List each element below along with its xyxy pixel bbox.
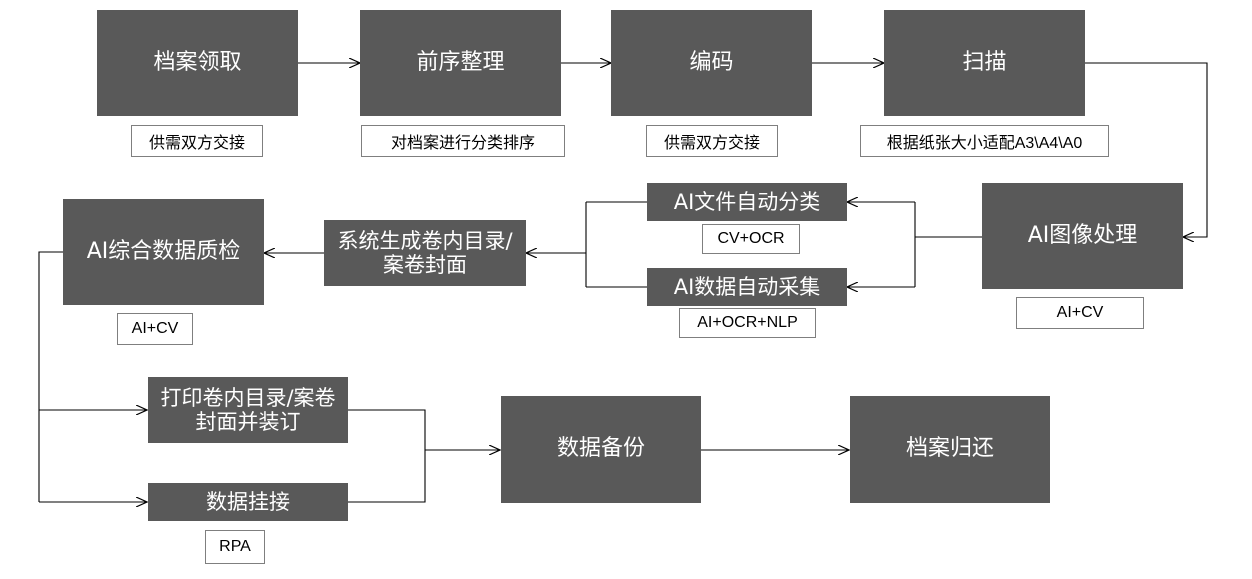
step-archive-return: 档案归还 bbox=[850, 396, 1050, 503]
arrow-scanning-to-ai-image bbox=[1085, 62, 1208, 237]
label-archive-pickup: 供需双方交接 bbox=[131, 125, 263, 157]
step-encoding: 编码 bbox=[611, 10, 812, 116]
step-archive-pickup: 档案领取 bbox=[97, 10, 298, 116]
label-data-mounting: RPA bbox=[205, 530, 265, 564]
step-scanning: 扫描 bbox=[884, 10, 1085, 116]
step-data-backup: 数据备份 bbox=[501, 396, 701, 503]
label-ai-quality-check: AI+CV bbox=[117, 313, 193, 345]
step-data-mounting: 数据挂接 bbox=[148, 483, 348, 521]
step-ai-quality-check: AI综合数据质检 bbox=[63, 199, 264, 305]
step-ai-image-processing: AI图像处理 bbox=[982, 183, 1183, 289]
label-encoding: 供需双方交接 bbox=[646, 125, 778, 157]
label-ai-image-processing: AI+CV bbox=[1016, 297, 1144, 329]
label-scanning: 根据纸张大小适配A3\A4\A0 bbox=[860, 125, 1109, 157]
step-print-bind: 打印卷内目录/案卷封面并装订 bbox=[148, 377, 348, 443]
label-ai-data-collection: AI+OCR+NLP bbox=[679, 308, 816, 338]
step-ai-data-collection: AI数据自动采集 bbox=[647, 268, 847, 306]
label-ai-file-classification: CV+OCR bbox=[702, 224, 800, 254]
step-generate-catalog: 系统生成卷内目录/案卷封面 bbox=[324, 220, 526, 286]
step-ai-file-classification: AI文件自动分类 bbox=[647, 183, 847, 221]
step-pre-sorting: 前序整理 bbox=[360, 10, 561, 116]
label-pre-sorting: 对档案进行分类排序 bbox=[361, 125, 565, 157]
